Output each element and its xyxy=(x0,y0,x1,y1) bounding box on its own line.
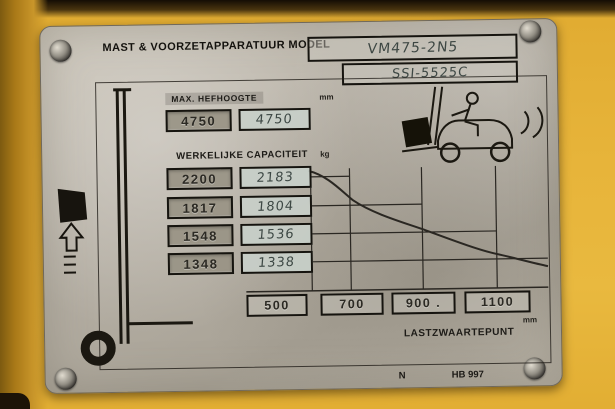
capacity-row-0-actual-box: 2183 xyxy=(239,165,312,189)
load-center-500: 500 xyxy=(264,298,290,313)
capacity-row-1-nominal-box: 1817 xyxy=(166,196,234,220)
capacity-row-1-actual-box: 1804 xyxy=(239,194,313,218)
load-center-box-900: 900 . xyxy=(391,291,456,315)
max-height-nominal-value: 4750 xyxy=(181,112,217,129)
max-height-actual-box: 4750 xyxy=(238,107,311,131)
load-center-700: 700 xyxy=(339,297,365,312)
capacity-label: WERKELIJKE CAPACITEIT xyxy=(176,148,308,162)
screw-top-left xyxy=(49,39,72,62)
capacity-row-0-nominal-box: 2200 xyxy=(166,167,233,191)
capacity-row-1-actual: 1804 xyxy=(256,198,296,215)
max-height-unit: mm xyxy=(319,92,334,102)
load-center-box-700: 700 xyxy=(320,292,384,316)
load-center-1100: 1100 xyxy=(480,294,515,310)
capacity-row-1-nominal: 1817 xyxy=(182,199,218,216)
model-primary-value: VM475-2N5 xyxy=(366,38,459,57)
footer-code: HB 997 xyxy=(451,369,484,381)
capacity-row-2-nominal: 1548 xyxy=(182,227,219,244)
capacity-row-3-actual: 1338 xyxy=(257,254,297,271)
load-center-box-1100: 1100 xyxy=(464,290,531,314)
panel-corner-shadow xyxy=(0,393,30,409)
model-primary-box: VM475-2N5 xyxy=(307,33,518,62)
max-height-actual-value: 4750 xyxy=(255,111,294,128)
load-center-box-500: 500 xyxy=(246,293,308,317)
capacity-row-3-nominal-box: 1348 xyxy=(167,252,235,276)
level-marks-icon xyxy=(63,255,77,274)
capacity-row-0-nominal: 2200 xyxy=(181,170,218,187)
load-center-unit: mm xyxy=(522,315,538,325)
panel-top-edge xyxy=(0,0,615,18)
capacity-data-plate: MAST & VOORZETAPPARATUUR MODEL VM475-2N5… xyxy=(39,17,563,395)
capacity-row-3-actual-box: 1338 xyxy=(240,250,314,274)
footer-mark: N xyxy=(398,370,406,382)
max-height-label: MAX. HEFHOOGTE xyxy=(165,91,264,106)
load-center-label: LASTZWAARTEPUNT xyxy=(403,326,515,340)
max-height-nominal-box: 4750 xyxy=(165,109,232,133)
load-center-900: 900 . xyxy=(405,295,442,311)
screw-bottom-left xyxy=(54,367,77,390)
screw-top-right xyxy=(519,20,542,43)
lift-arrow-icon xyxy=(58,221,85,252)
capacity-row-3-nominal: 1348 xyxy=(183,255,219,272)
inner-frame xyxy=(95,75,552,371)
capacity-row-2-actual-box: 1536 xyxy=(240,222,313,246)
capacity-row-2-nominal-box: 1548 xyxy=(167,224,234,248)
load-symbol-icon xyxy=(57,188,88,223)
plate-title: MAST & VOORZETAPPARATUUR MODEL xyxy=(102,38,331,55)
capacity-row-2-actual: 1536 xyxy=(257,226,296,243)
capacity-row-0-actual: 2183 xyxy=(256,169,295,186)
capacity-unit: kg xyxy=(320,149,330,159)
